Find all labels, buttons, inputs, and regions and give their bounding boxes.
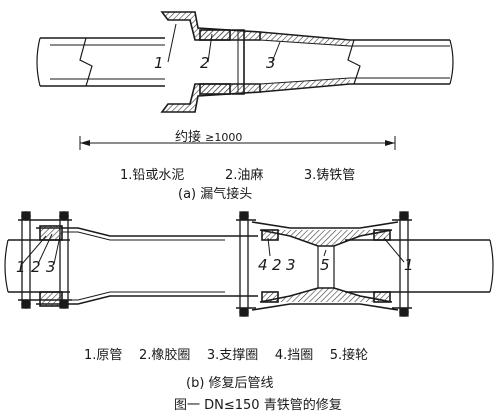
- packing-top: [199, 29, 231, 41]
- packing-bottom: [199, 83, 231, 95]
- caption-a: (a) 漏气接头: [178, 187, 253, 202]
- figure-title: 图一 DN≤150 青铁管的修复: [174, 398, 342, 413]
- break-line-right: [347, 39, 361, 85]
- legend-a-item-2: 2.油麻: [224, 168, 264, 183]
- callout-b-far-1: 1: [404, 256, 414, 274]
- sleeve-bottom: [251, 303, 399, 311]
- callout-a-2: 2: [200, 54, 210, 72]
- break-line-left: [79, 37, 93, 87]
- sleeve-top: [251, 221, 399, 229]
- sleeve-bottom-hatch: [259, 287, 393, 303]
- repaired-line-drawing: [4, 211, 494, 317]
- callout-b-left-3: 3: [46, 258, 56, 276]
- legend-b-item-3: 3.支撑圈: [206, 348, 259, 363]
- legend-b-item-1: 1.原管: [84, 348, 123, 363]
- dimension-label: 约接: [175, 130, 202, 145]
- dimension-value: ≥1000: [205, 131, 243, 144]
- caption-b: (b) 修复后管线: [186, 376, 274, 391]
- callout-a-3: 3: [266, 54, 276, 72]
- leaky-joint-drawing: [36, 11, 454, 150]
- callout-a-1: 1: [154, 54, 164, 72]
- legend-b-item-2: 2.橡胶圈: [138, 348, 191, 363]
- callout-b-right-3: 3: [286, 256, 296, 274]
- callout-b-right-4: 4: [258, 256, 268, 274]
- callout-b-right-2: 2: [272, 256, 282, 274]
- legend-a-item-3: 3.铸铁管: [303, 168, 356, 183]
- legend-b: 1.原管 2.橡胶圈 3.支撑圈 4.挡圈 5.接轮: [84, 344, 368, 363]
- legend-a: 1.铅或水泥 2.油麻 3.铸铁管: [120, 164, 355, 183]
- sleeve-top-hatch: [259, 229, 393, 247]
- callout-b-left-2: 2: [31, 258, 41, 276]
- callout-b-left-1: 1: [16, 258, 26, 276]
- legend-a-item-1: 1.铅或水泥: [120, 168, 185, 183]
- legend-b-item-5: 5.接轮: [329, 348, 369, 363]
- dimension-annotation: 约接 ≥1000: [175, 126, 242, 145]
- callout-b-sleeve-5: 5: [320, 256, 330, 274]
- legend-b-item-4: 4.挡圈: [274, 348, 314, 363]
